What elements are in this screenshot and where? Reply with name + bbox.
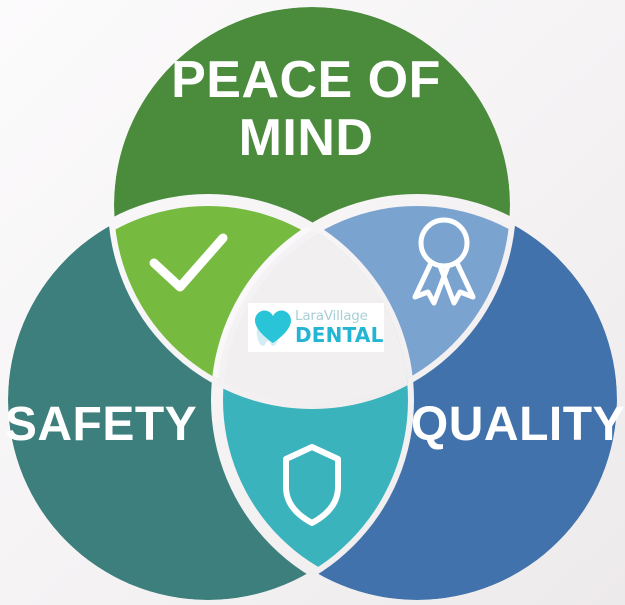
shield-icon xyxy=(283,444,341,526)
label-peace-of-mind-line2: MIND xyxy=(239,109,374,167)
label-quality: QUALITY xyxy=(411,398,625,451)
label-safety: SAFETY xyxy=(5,398,197,451)
award-ribbon-icon xyxy=(412,217,476,306)
logo-line-2: DENTAL xyxy=(295,322,384,347)
brand-logo[interactable]: LaraVillage DENTAL xyxy=(248,303,384,352)
logo-line-1: LaraVillage xyxy=(295,308,368,325)
heart-tooth-icon xyxy=(252,307,294,349)
checkmark-icon xyxy=(149,233,228,292)
label-peace-of-mind-line1: PEACE OF xyxy=(171,51,441,109)
